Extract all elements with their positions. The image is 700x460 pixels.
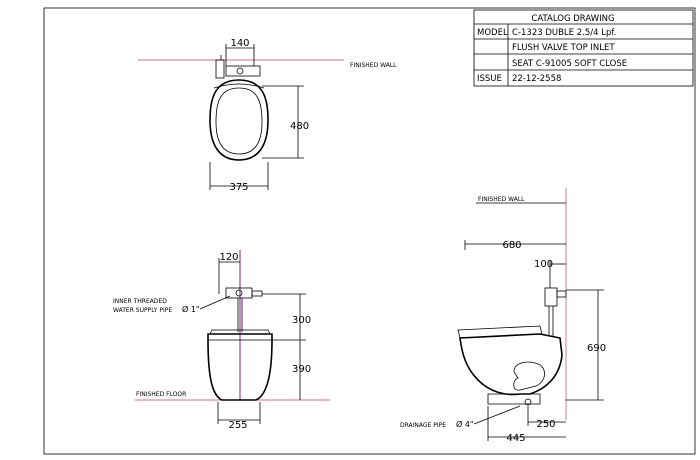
issue-label: ISSUE: [477, 74, 502, 84]
drain-size: Ø 4": [456, 419, 474, 429]
side-seat: [457, 325, 543, 339]
side-flush-valve: [544, 287, 567, 336]
dim-690: 690: [587, 343, 606, 354]
seat-value: SEAT C-91005 SOFT CLOSE: [512, 59, 627, 69]
dim-445: 445: [506, 433, 525, 444]
dim-255: 255: [228, 420, 247, 431]
dim-680: 680: [502, 240, 521, 251]
top-seat-outline: [215, 87, 263, 155]
dim-390: 390: [292, 364, 311, 375]
valve-value: FLUSH VALVE TOP INLET: [512, 43, 615, 53]
dim-300: 300: [292, 315, 311, 326]
drain-leader: [473, 405, 521, 425]
side-view: FINISHED WALL 680 100 690 DRAINAGE PIPE …: [400, 188, 606, 444]
dim-480: 480: [290, 121, 309, 132]
top-bowl-outline: [209, 79, 269, 161]
dim-140: 140: [230, 38, 249, 49]
front-flush-valve: [218, 258, 263, 332]
side-wall-label: FINISHED WALL: [478, 196, 525, 203]
side-trapway: [513, 361, 545, 391]
front-seat: [209, 329, 271, 335]
dim-375: 375: [229, 182, 248, 193]
supply-label-1: INNER THREADED: [113, 298, 167, 305]
title-block-title: CATALOG DRAWING: [531, 14, 614, 24]
side-bowl-outline: [459, 333, 563, 396]
drawing-border: [43, 7, 696, 455]
supply-label-2: WATER SUPPLY PIPE: [113, 307, 172, 314]
side-base: [487, 393, 541, 405]
front-bowl-outline: [207, 333, 273, 401]
dim-120: 120: [219, 252, 238, 263]
dim-250: 250: [536, 419, 555, 430]
top-flush-valve: [215, 55, 261, 79]
front-floor-label: FINISHED FLOOR: [136, 391, 186, 398]
issue-value: 22-12-2558: [512, 74, 561, 84]
front-view: FINISHED FLOOR 120 INNER THREADED WATER …: [113, 250, 330, 431]
model-label: MODEL: [477, 28, 508, 38]
title-block: CATALOG DRAWING MODEL C-1323 DUBLE 2.5/4…: [473, 9, 694, 87]
top-wall-label: FINISHED WALL: [350, 62, 397, 69]
dim-100: 100: [534, 259, 553, 270]
supply-size: Ø 1": [182, 304, 200, 314]
title-block-frame: [473, 9, 694, 87]
top-view: FINISHED WALL 140 480 375: [138, 38, 397, 193]
supply-leader: [199, 295, 231, 310]
model-value: C-1323 DUBLE 2.5/4 Lpf.: [512, 28, 616, 38]
drain-label: DRAINAGE PIPE: [400, 422, 446, 429]
